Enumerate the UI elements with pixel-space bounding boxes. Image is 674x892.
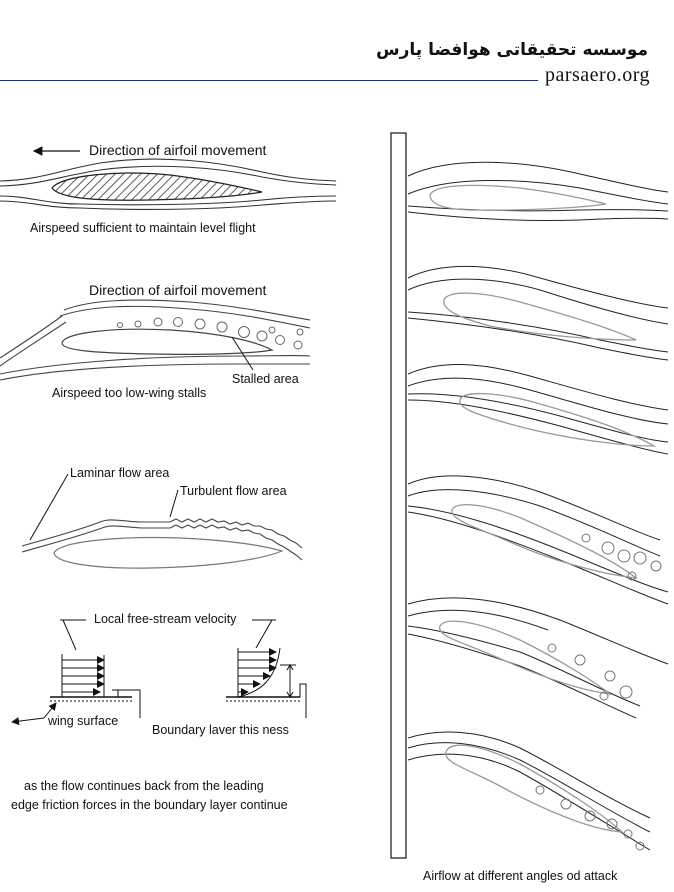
- turbulent-label: Turbulent flow area: [180, 484, 287, 498]
- wall-bar: [390, 132, 407, 859]
- velocity-profile-boundary: [226, 647, 300, 702]
- wing-surface-label: wing surface: [48, 714, 119, 728]
- velocity-profile-uniform: [50, 654, 132, 702]
- streamlines: [0, 299, 311, 381]
- laminar-leader: [29, 473, 69, 541]
- airfoil: [61, 328, 274, 355]
- hatched-airfoil: [51, 172, 263, 201]
- aoa-caption: Airflow at different angles od attack: [423, 869, 618, 883]
- streamlines: [21, 518, 303, 561]
- boundary-caption-line2: edge friction forces in the boundary lay…: [11, 798, 288, 812]
- stall-panel: [0, 299, 311, 381]
- streamlines: [0, 158, 337, 210]
- stall-caption: Airspeed too low-wing stalls: [52, 386, 207, 400]
- turbulent-leader: [169, 489, 179, 518]
- aoa-diagrams: [407, 161, 669, 851]
- level-flight-panel: [0, 146, 337, 210]
- wing-surface-arrow-left: [11, 717, 45, 726]
- brand-name-persian: موسسه تحقیقاتی هوافضا پارس: [376, 40, 648, 60]
- level-flight-caption: Airspeed sufficient to maintain level fl…: [30, 221, 256, 235]
- thickness-label: Boundary laver this ness: [152, 723, 289, 737]
- thickness-leader-right: [296, 683, 307, 718]
- laminar-label: Laminar flow area: [70, 466, 170, 480]
- boundary-layer-panel: [11, 619, 307, 726]
- airfoil: [53, 536, 284, 569]
- wing-surface-arrow-up: [43, 702, 57, 719]
- direction-label-2: Direction of airfoil movement: [89, 282, 267, 298]
- direction-label-1: Direction of airfoil movement: [89, 142, 267, 158]
- brand-website: parsaero.org: [544, 64, 650, 86]
- velocity-label: Local free-stream velocity: [94, 612, 237, 626]
- thickness-leader-left: [128, 689, 141, 718]
- stalled-area-label: Stalled area: [232, 372, 299, 386]
- boundary-caption-line1: as the flow continues back from the lead…: [24, 779, 264, 793]
- stalled-leader: [231, 336, 254, 371]
- turbulence-bubbles: [117, 317, 304, 350]
- header-divider: [0, 80, 538, 81]
- flow-regions-panel: [21, 473, 303, 569]
